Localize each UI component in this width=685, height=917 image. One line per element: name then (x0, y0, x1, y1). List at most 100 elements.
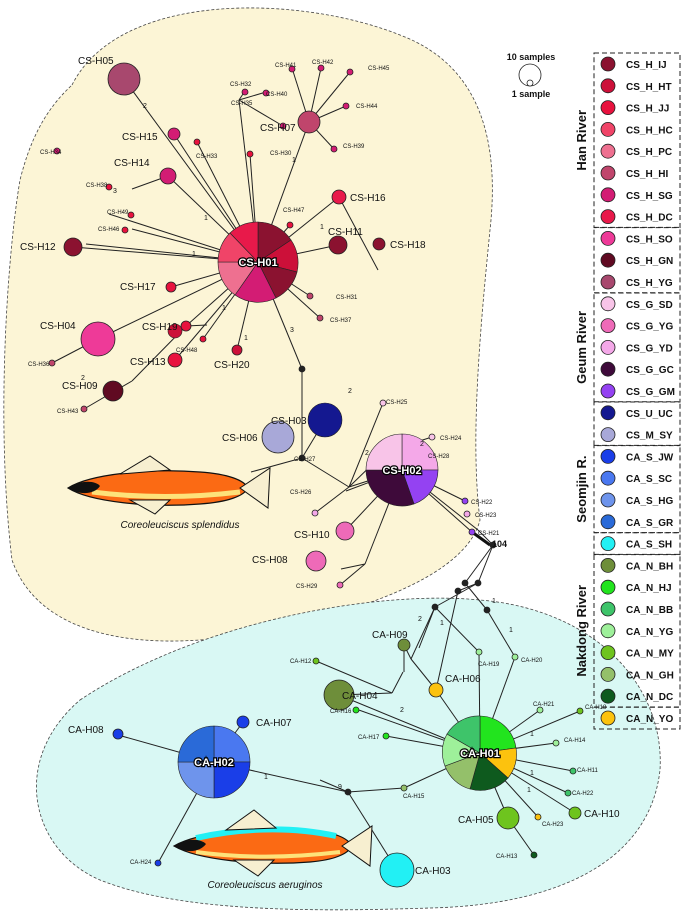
label-ca-h13: CA-H13 (496, 854, 518, 860)
legend-swatch (600, 470, 616, 486)
splendidus-fish (66, 455, 271, 515)
label-cs-h36: CS-H36 (28, 362, 50, 368)
legend-swatch (600, 252, 616, 268)
label-cs-h38: CS-H38 (86, 183, 108, 189)
label-ca-h23: CA-H23 (542, 822, 564, 828)
label-cs-h47: CS-H47 (283, 208, 305, 214)
legend-swatch (600, 187, 616, 203)
legend-swatch (600, 667, 616, 682)
mutation-steps: 2 3 3 2 2 2 2 1 1 1 1 1 1 2 2 9 1 1 1 1 … (81, 103, 534, 794)
svg-text:1: 1 (320, 224, 324, 231)
legend-label: CS_H_HT (626, 82, 672, 93)
svg-text:1: 1 (192, 251, 196, 258)
label-cs-h46: CS-H46 (98, 227, 120, 233)
legend-swatch (600, 78, 616, 94)
label-ca-h15: CA-H15 (403, 794, 425, 800)
legend-label: CA_N_YG (626, 627, 673, 638)
legend-swatch (600, 558, 616, 573)
legend-label: CS_M_SY (626, 431, 673, 442)
label-cs-h31: CS-H31 (336, 295, 358, 301)
legend-swatch (600, 209, 616, 225)
legend-river-name: Nakdong River (574, 585, 589, 677)
svg-text:1: 1 (509, 627, 513, 634)
legend-label: CS_G_YG (626, 322, 673, 333)
label-cs-h49: CS-H49 (107, 210, 129, 216)
label-cs-h16: CS-H16 (350, 193, 386, 204)
legend-label: CA_S_SC (626, 474, 672, 485)
legend-swatch (600, 100, 616, 115)
legend-label: CA_S_HG (626, 496, 673, 507)
legend-label: CS_H_PC (626, 147, 672, 158)
svg-text:1: 1 (530, 770, 534, 777)
label-cs-h34: CS-H34 (40, 150, 62, 156)
svg-text:3: 3 (113, 188, 117, 195)
label-cs-h29: CS-H29 (296, 584, 318, 590)
svg-text:2: 2 (365, 450, 369, 457)
svg-text:2: 2 (143, 103, 147, 110)
legend-label: CA_S_SH (626, 540, 672, 551)
label-ca-h07: CA-H07 (256, 718, 292, 729)
label-cs-h40: CS-H40 (266, 92, 288, 98)
node-ca-h01 (441, 715, 517, 791)
legend-swatch (600, 710, 616, 726)
label-cs-h13: CS-H13 (130, 357, 166, 368)
legend-river-name: Han River (574, 110, 589, 171)
svg-text:1: 1 (222, 305, 226, 312)
label-cs-h43: CS-H43 (57, 409, 79, 415)
legend-label: CA_S_JW (626, 452, 674, 463)
label-ca-h19: CA-H19 (478, 662, 500, 668)
label-ca-h14: CA-H14 (564, 738, 586, 744)
legend-swatch (600, 536, 616, 551)
haplotype-labels: CS-H01 CS-H02 CA-H01 CA-H02 CS-H05 CS-H1… (20, 56, 620, 877)
label-cs-h44: CS-H44 (356, 104, 378, 110)
label-cs-h22: CS-H22 (471, 500, 493, 506)
legend-label: CS_H_DC (626, 213, 673, 224)
legend: CS_H_IJCS_H_HTCS_H_JJCS_H_HCCS_H_PCCS_H_… (574, 52, 681, 730)
label-cs-h08: CS-H08 (252, 555, 288, 566)
svg-text:1: 1 (527, 787, 531, 794)
label-cs-h17: CS-H17 (120, 282, 156, 293)
svg-text:1: 1 (492, 598, 496, 605)
legend-swatch (600, 514, 616, 530)
legend-swatch (600, 143, 616, 159)
label-ca-h18: CA-H18 (585, 705, 607, 711)
label-ca-h21: CA-H21 (533, 702, 555, 708)
legend-label: CA_N_BH (626, 561, 673, 572)
size-scale: 10 samples 1 sample (507, 52, 556, 99)
legend-label: CS_G_SD (626, 300, 673, 311)
label-cs-h33: CS-H33 (196, 154, 218, 160)
node-cs-h03 (307, 402, 343, 438)
svg-text:1: 1 (204, 215, 208, 222)
legend-label: CS_H_YG (626, 278, 673, 289)
legend-swatch (600, 121, 616, 137)
label-cs-h24: CS-H24 (440, 436, 462, 442)
label-cs-h35: CS-H35 (231, 101, 253, 107)
legend-label: CS_G_GM (626, 387, 675, 398)
label-ca-h01: CA-H01 (460, 748, 500, 760)
svg-text:1: 1 (244, 335, 248, 342)
splendidus-name: Coreoleuciscus splendidus (121, 520, 240, 531)
label-cs-h04: CS-H04 (40, 321, 76, 332)
aeruginos-fish (172, 809, 373, 877)
svg-text:3: 3 (290, 327, 294, 334)
legend-label: CA_N_GH (626, 670, 674, 681)
svg-text:9: 9 (338, 784, 342, 791)
haplotype-nodes (48, 62, 584, 888)
legend-label: CA_N_YO (626, 714, 673, 725)
label-cs-h05: CS-H05 (78, 56, 114, 67)
legend-swatch (600, 339, 616, 355)
svg-text:10 samples: 10 samples (507, 52, 556, 62)
aeruginos-region (36, 597, 661, 911)
legend-swatch (600, 165, 616, 181)
legend-swatch (600, 601, 616, 617)
label-cs-h45: CS-H45 (368, 66, 390, 72)
svg-text:1: 1 (292, 157, 296, 164)
label-ca-h03: CA-H03 (415, 866, 451, 877)
legend-label: CA_N_HJ (626, 583, 672, 594)
legend-label: CS_H_SG (626, 191, 673, 202)
legend-label: CA_N_DC (626, 692, 673, 703)
label-ca-h02: CA-H02 (194, 757, 234, 769)
label-cs-h03: CS-H03 (271, 416, 307, 427)
label-ca-h09: CA-H09 (372, 630, 408, 641)
